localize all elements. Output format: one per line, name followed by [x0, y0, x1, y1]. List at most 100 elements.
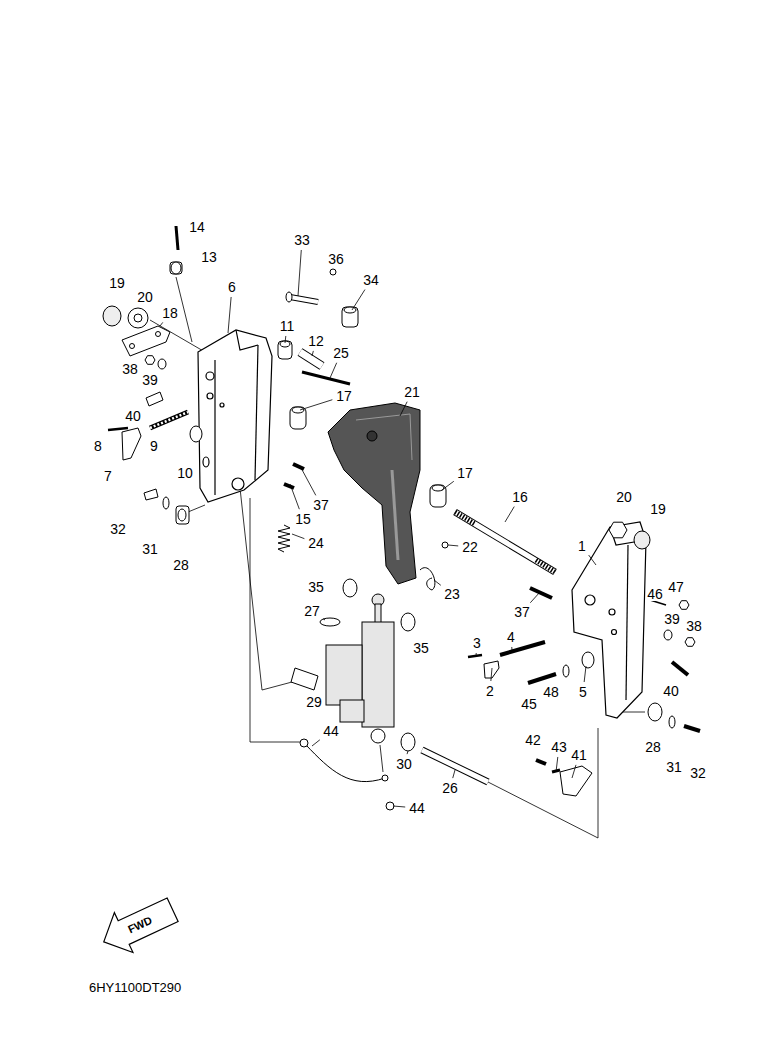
upper-pins-part — [290, 297, 318, 302]
assembly-line-part — [240, 488, 292, 690]
callout-number: 40 — [124, 409, 142, 423]
right-bracket — [572, 522, 646, 718]
upper-pins-part — [293, 464, 304, 469]
left-bracket-part — [236, 330, 258, 350]
steering-shaft-part — [536, 560, 555, 572]
tilt-unit-part — [306, 745, 385, 782]
callout-number: 17 — [456, 466, 474, 480]
left-bracket-part — [203, 457, 209, 467]
steering-shaft-part — [343, 579, 357, 597]
callout-number: 38 — [685, 619, 703, 633]
callout-number: 18 — [161, 306, 179, 320]
steering-shaft-part — [455, 512, 555, 572]
callout-number: 38 — [121, 362, 139, 376]
right-hardware-part — [609, 522, 627, 538]
left-hardware-part — [150, 412, 188, 428]
left-hardware-part — [122, 326, 170, 356]
callout-number: 7 — [103, 469, 113, 483]
leader-line — [505, 507, 514, 522]
callout-number: 30 — [395, 757, 413, 771]
leader-line — [400, 402, 407, 416]
steering-shaft-part — [430, 485, 446, 507]
tilt-unit-part — [300, 739, 308, 747]
callout-number: 11 — [279, 319, 296, 333]
callout-number: 16 — [511, 490, 529, 504]
right-hardware-part — [664, 630, 672, 640]
leader-line — [556, 757, 558, 772]
left-hardware-part — [144, 489, 158, 500]
leader-line — [298, 250, 301, 296]
callout-number: 14 — [188, 220, 206, 234]
tilt-unit-part — [340, 700, 364, 722]
assembly-line-part — [150, 320, 205, 352]
swivel-bracket-part — [392, 470, 398, 560]
right-hardware-part — [672, 662, 688, 675]
left-hardware-part — [150, 412, 188, 428]
left-hardware-part — [158, 359, 166, 369]
left-hardware-part — [171, 262, 181, 274]
drawing-code: 6HY1100DT290 — [88, 981, 182, 994]
right-hardware-part — [669, 716, 675, 728]
tilt-unit-part — [371, 729, 385, 743]
leader-line — [407, 751, 409, 754]
callout-number: 28 — [172, 558, 190, 572]
upper-pins-part — [278, 525, 290, 552]
left-hardware-part — [178, 509, 186, 521]
right-hardware-part — [563, 665, 569, 677]
leader-line — [292, 534, 304, 539]
leader-line — [589, 555, 596, 565]
upper-pins-part — [344, 307, 356, 313]
leader-line — [312, 351, 313, 356]
left-hardware-part — [163, 497, 169, 509]
callout-number: 19 — [108, 276, 126, 290]
left-hardware-part — [128, 308, 148, 328]
callout-number: 37 — [312, 498, 330, 512]
right-bracket-part — [572, 522, 646, 718]
callout-number: 19 — [649, 502, 667, 516]
callout-number: 22 — [461, 540, 479, 554]
left-bracket-part — [207, 393, 213, 399]
left-hardware-part — [108, 428, 128, 430]
left-hardware-part — [122, 428, 141, 460]
leader-line — [160, 322, 163, 326]
callout-number: 39 — [663, 612, 681, 626]
steering-shaft-part — [420, 568, 435, 590]
callout-number: 44 — [322, 724, 340, 738]
tilt-unit-part — [362, 622, 394, 727]
callout-number: 12 — [307, 334, 325, 348]
left-hardware-part — [176, 226, 178, 250]
callout-number: 6 — [227, 280, 237, 294]
right-hardware — [468, 522, 700, 796]
left-bracket — [198, 330, 272, 502]
leader-line — [300, 466, 316, 495]
callout-number: 42 — [524, 733, 542, 747]
right-hardware-part — [468, 655, 482, 657]
left-hardware-part — [170, 262, 182, 274]
leader-line — [491, 668, 492, 681]
right-hardware-part — [684, 726, 700, 731]
forward-arrow — [94, 890, 181, 962]
left-bracket-part — [220, 403, 224, 407]
callout-number: 44 — [408, 801, 426, 815]
tilt-unit-part — [291, 668, 318, 690]
callout-number: 32 — [109, 522, 127, 536]
swivel-bracket-part — [367, 431, 377, 441]
callout-number: 28 — [644, 740, 662, 754]
left-hardware-part — [190, 426, 202, 442]
right-hardware-part — [648, 703, 662, 721]
right-hardware-part — [536, 760, 546, 764]
swivel-bracket-part — [356, 414, 412, 460]
assembly-line-part — [488, 728, 598, 838]
callout-number: 29 — [305, 695, 323, 709]
steering-shaft-part — [401, 613, 415, 631]
left-hardware-part — [176, 506, 189, 524]
upper-pins-part — [302, 372, 350, 384]
callout-number: 20 — [615, 490, 633, 504]
forward-arrow-part — [94, 890, 181, 962]
leader-line — [300, 400, 332, 410]
swivel-bracket-part — [328, 403, 420, 584]
callout-number: 8 — [93, 439, 103, 453]
leader-line — [442, 481, 454, 490]
upper-pins-part — [330, 269, 336, 275]
callout-number: 41 — [570, 748, 588, 762]
